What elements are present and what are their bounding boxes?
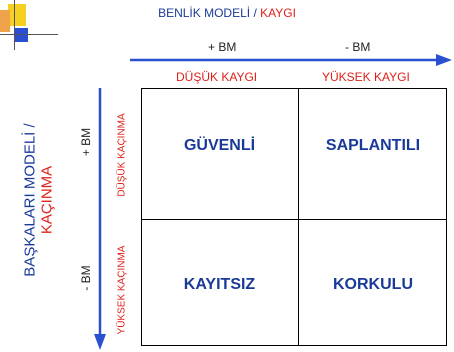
- left-axis-high-label: YÜKSEK KAÇINMA: [116, 245, 128, 335]
- logo-square-orange: [0, 10, 10, 32]
- logo-square-blue: [14, 28, 28, 42]
- logo-line-vertical: [14, 0, 15, 50]
- top-axis-high-label: YÜKSEK KAYGI: [322, 70, 410, 84]
- left-axis-minus-label: - BM: [79, 265, 93, 291]
- left-axis-title-accent: KAÇINMA: [38, 165, 56, 235]
- top-axis-title-main: BENLİK MODELİ /: [158, 6, 261, 20]
- grid-vertical-divider: [298, 88, 299, 346]
- top-axis-title: BENLİK MODELİ / KAYGI: [0, 6, 454, 20]
- vertical-arrow: [94, 88, 106, 350]
- top-axis-title-accent: KAYGI: [260, 6, 296, 20]
- top-axis-low-label: DÜŞÜK KAYGI: [176, 70, 258, 84]
- left-axis-title-main: BAŞKALARI MODELİ /: [21, 123, 39, 277]
- cell-dismissive: KAYITSIZ: [183, 276, 256, 293]
- horizontal-arrow: [130, 54, 452, 66]
- top-axis-minus-label: - BM: [345, 40, 371, 54]
- left-axis-low-label: DÜŞÜK KAÇINMA: [116, 113, 128, 197]
- left-axis-plus-label: + BM: [79, 127, 93, 157]
- logo-line-horizontal: [0, 34, 58, 35]
- cell-fearful: KORKULU: [333, 276, 413, 293]
- quadrant-grid: [141, 88, 447, 346]
- cell-secure: GÜVENLİ: [183, 137, 256, 154]
- logo-square-yellow: [8, 4, 26, 26]
- grid-horizontal-divider: [141, 219, 447, 220]
- top-axis-plus-label: + BM: [208, 40, 237, 54]
- cell-preoccupied: SAPLANTILI: [325, 137, 421, 154]
